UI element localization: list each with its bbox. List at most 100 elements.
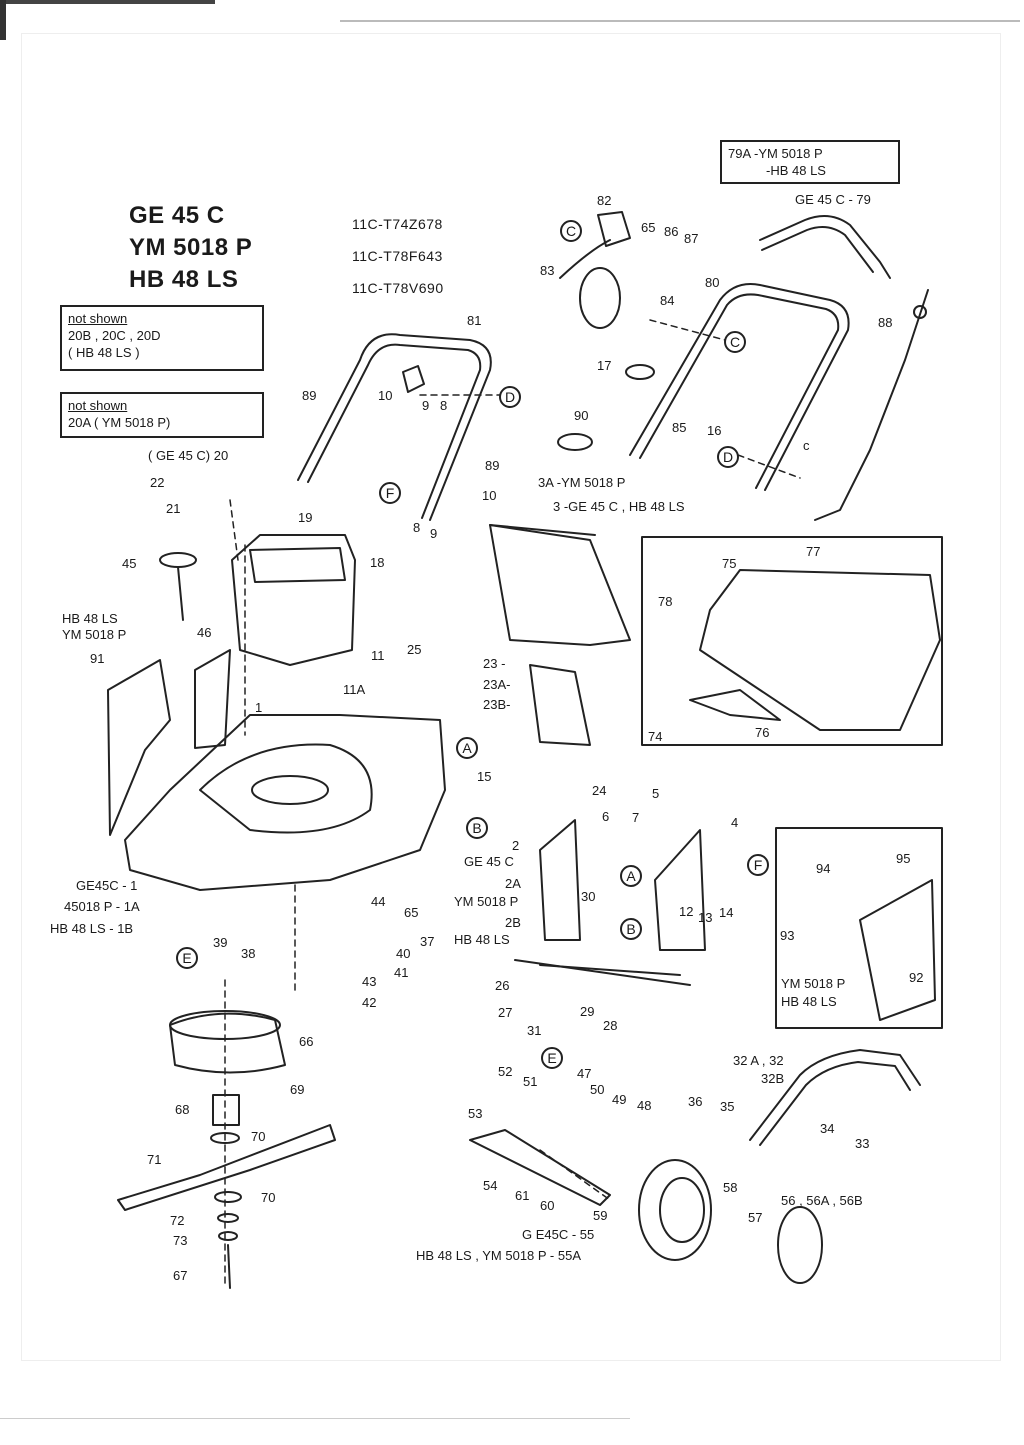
- callout-label: 45018 P - 1A: [64, 899, 140, 914]
- ref-circle-d: D: [717, 446, 739, 468]
- wheel-drawing: [659, 1177, 705, 1243]
- assembly-line: [539, 1149, 611, 1201]
- callout-label: 9: [430, 526, 437, 541]
- front-axle-drawing: [469, 1129, 611, 1206]
- upper-handle-drawing: [307, 343, 482, 519]
- ref-circle-a: A: [456, 737, 478, 759]
- callout-label: 89: [485, 458, 499, 473]
- svg-text:E: E: [182, 950, 191, 966]
- model-code: 11C-T74Z678: [352, 216, 443, 232]
- plate-drawing: [529, 664, 591, 746]
- callout-label: 91: [90, 651, 104, 666]
- callout-label: 83: [540, 263, 554, 278]
- engine-drawing: [231, 534, 356, 666]
- callout-label: 11A: [343, 682, 365, 697]
- ring-drawing: [557, 433, 593, 451]
- ref-circle-b: B: [466, 817, 488, 839]
- callout-label: 29: [580, 1004, 594, 1019]
- blade-drawing: [117, 1124, 336, 1211]
- callout-label: 59: [593, 1208, 607, 1223]
- knob-drawing: [402, 365, 425, 393]
- callout-label: 32 A , 32: [733, 1053, 784, 1068]
- callout-label: 12: [679, 904, 693, 919]
- callout-label: 61: [515, 1188, 529, 1203]
- ref-circle-d: D: [499, 386, 521, 408]
- callout-label: 35: [720, 1099, 734, 1114]
- callout-label: 32B: [761, 1071, 784, 1086]
- callout-label: 67: [173, 1268, 187, 1283]
- ref-circle-c: C: [560, 220, 582, 242]
- assembly-line: [229, 499, 239, 561]
- callout-label: 54: [483, 1178, 497, 1193]
- callout-label: 76: [755, 725, 769, 740]
- callout-label: 57: [748, 1210, 762, 1225]
- ref-circle-f: F: [379, 482, 401, 504]
- callout-label: 34: [820, 1121, 834, 1136]
- callout-label: 27: [498, 1005, 512, 1020]
- callout-label: 4: [731, 815, 738, 830]
- model-codes: 11C-T74Z678 11C-T78F643 11C-T78V690: [352, 208, 444, 304]
- callout-label: 58: [723, 1180, 737, 1195]
- note-line: 20B , 20C , 20D: [68, 328, 161, 343]
- callout-label: 23 -: [483, 656, 505, 671]
- callout-label: G E45C - 55: [522, 1227, 594, 1242]
- callout-label: 7: [632, 810, 639, 825]
- bolt-drawing: [227, 1244, 231, 1289]
- callout-label: 3 -GE 45 C , HB 48 LS: [553, 499, 685, 514]
- scan-edge: [0, 0, 215, 4]
- ref-circle-b: B: [620, 918, 642, 940]
- not-shown-note-box: not shown 20A ( YM 5018 P): [60, 392, 264, 438]
- callout-label: 1: [255, 700, 262, 715]
- callout-label: 13: [698, 910, 712, 925]
- deflector-panel: [775, 827, 943, 1029]
- diagram-shape: [620, 918, 642, 940]
- callout-label: 49: [612, 1092, 626, 1107]
- callout-label: 28: [603, 1018, 617, 1033]
- callout-label: 10: [378, 388, 392, 403]
- svg-text:D: D: [723, 449, 733, 465]
- side-guard-drawing: [107, 659, 171, 836]
- callout-label: HB 48 LS: [454, 932, 510, 947]
- callout-label: 16: [707, 423, 721, 438]
- callout-label: 41: [394, 965, 408, 980]
- diagram-shape: [724, 331, 746, 353]
- callout-label: 47: [577, 1066, 591, 1081]
- svg-text:D: D: [505, 389, 515, 405]
- callout-label: 38: [241, 946, 255, 961]
- callout-label: 82: [597, 193, 611, 208]
- svg-text:B: B: [626, 921, 635, 937]
- scan-line: [0, 1418, 630, 1419]
- callout-label: HB 48 LS: [62, 611, 118, 626]
- callout-label: 50: [590, 1082, 604, 1097]
- callout-label: 39: [213, 935, 227, 950]
- bracket-drawing: [194, 649, 231, 749]
- handle-note-line: 79A -YM 5018 P: [728, 146, 823, 161]
- model-name: YM 5018 P: [129, 234, 253, 261]
- svg-text:B: B: [472, 820, 481, 836]
- ref-circle-e: E: [541, 1047, 563, 1069]
- diagram-shape: [620, 865, 642, 887]
- handle-bar-drawing: [759, 215, 891, 279]
- callout-label: YM 5018 P: [781, 976, 845, 991]
- callout-label: 22: [150, 475, 164, 490]
- callout-label: 68: [175, 1102, 189, 1117]
- assembly-line: [737, 454, 801, 479]
- svg-text:F: F: [754, 857, 763, 873]
- diagram-shape: [176, 947, 198, 969]
- ref-circle-f: F: [747, 854, 769, 876]
- ref-circle-c: C: [724, 331, 746, 353]
- cable-drawing: [814, 289, 929, 521]
- svg-text:C: C: [730, 334, 740, 350]
- callout-label: 6: [602, 809, 609, 824]
- handle-note-line: GE 45 C - 79: [795, 192, 871, 207]
- callout-label: 14: [719, 905, 733, 920]
- svg-text:A: A: [626, 868, 636, 884]
- callout-label: 8: [413, 520, 420, 535]
- diagram-shape: [717, 446, 739, 468]
- axle-bracket-drawing: [654, 829, 706, 951]
- callout-label: 33: [855, 1136, 869, 1151]
- callout-label: 30: [581, 889, 595, 904]
- diagram-shape: [560, 220, 582, 242]
- callout-label: 95: [896, 851, 910, 866]
